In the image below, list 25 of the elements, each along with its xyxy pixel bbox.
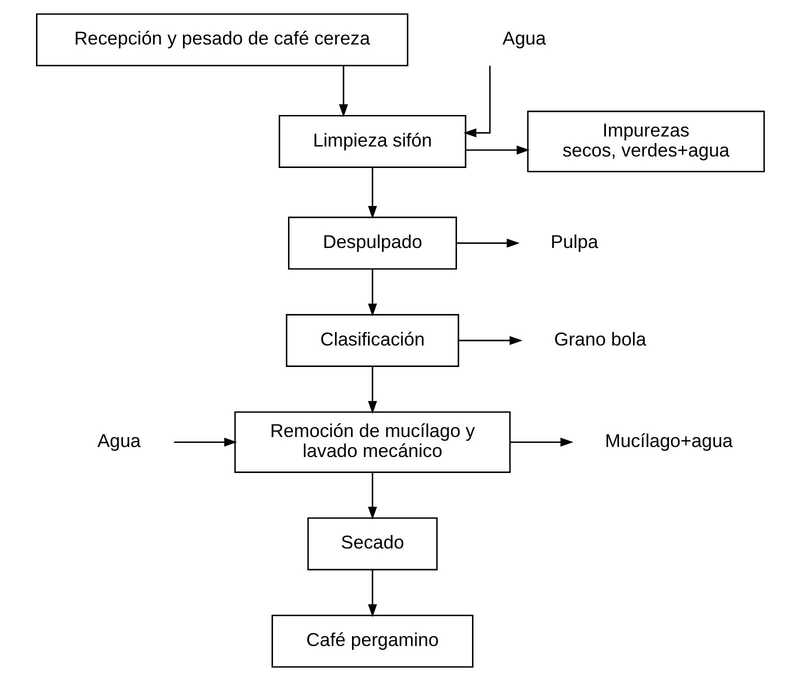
arrow — [368, 472, 378, 520]
arrow — [368, 570, 378, 618]
arrow — [456, 238, 520, 248]
arrow — [368, 269, 378, 316]
arrow — [458, 336, 523, 346]
node-text: Grano bola — [554, 328, 646, 350]
node-text: Agua — [97, 430, 141, 452]
arrow — [339, 66, 348, 118]
arrow — [174, 438, 238, 447]
arrow — [510, 438, 574, 447]
arrow — [466, 146, 530, 155]
node-box: Remoción de mucílago y lavado mecánico — [234, 411, 511, 473]
arrow — [368, 366, 378, 414]
node-text: Agua — [502, 28, 546, 49]
arrow — [368, 168, 378, 219]
node-text: Pulpa — [550, 231, 598, 252]
node-text: Mucílago+agua — [605, 430, 733, 452]
node-box: Limpieza sifón — [278, 114, 466, 168]
arrow — [463, 66, 491, 138]
node-box: Clasificación — [286, 314, 460, 367]
node-box: Despulpado — [288, 216, 457, 270]
node-box: Recepción y pesado de café cereza — [36, 13, 408, 66]
node-box: Impurezas secos, verdes+agua — [527, 110, 765, 172]
node-box: Secado — [307, 517, 438, 570]
node-box: Café pergamino — [272, 614, 474, 668]
